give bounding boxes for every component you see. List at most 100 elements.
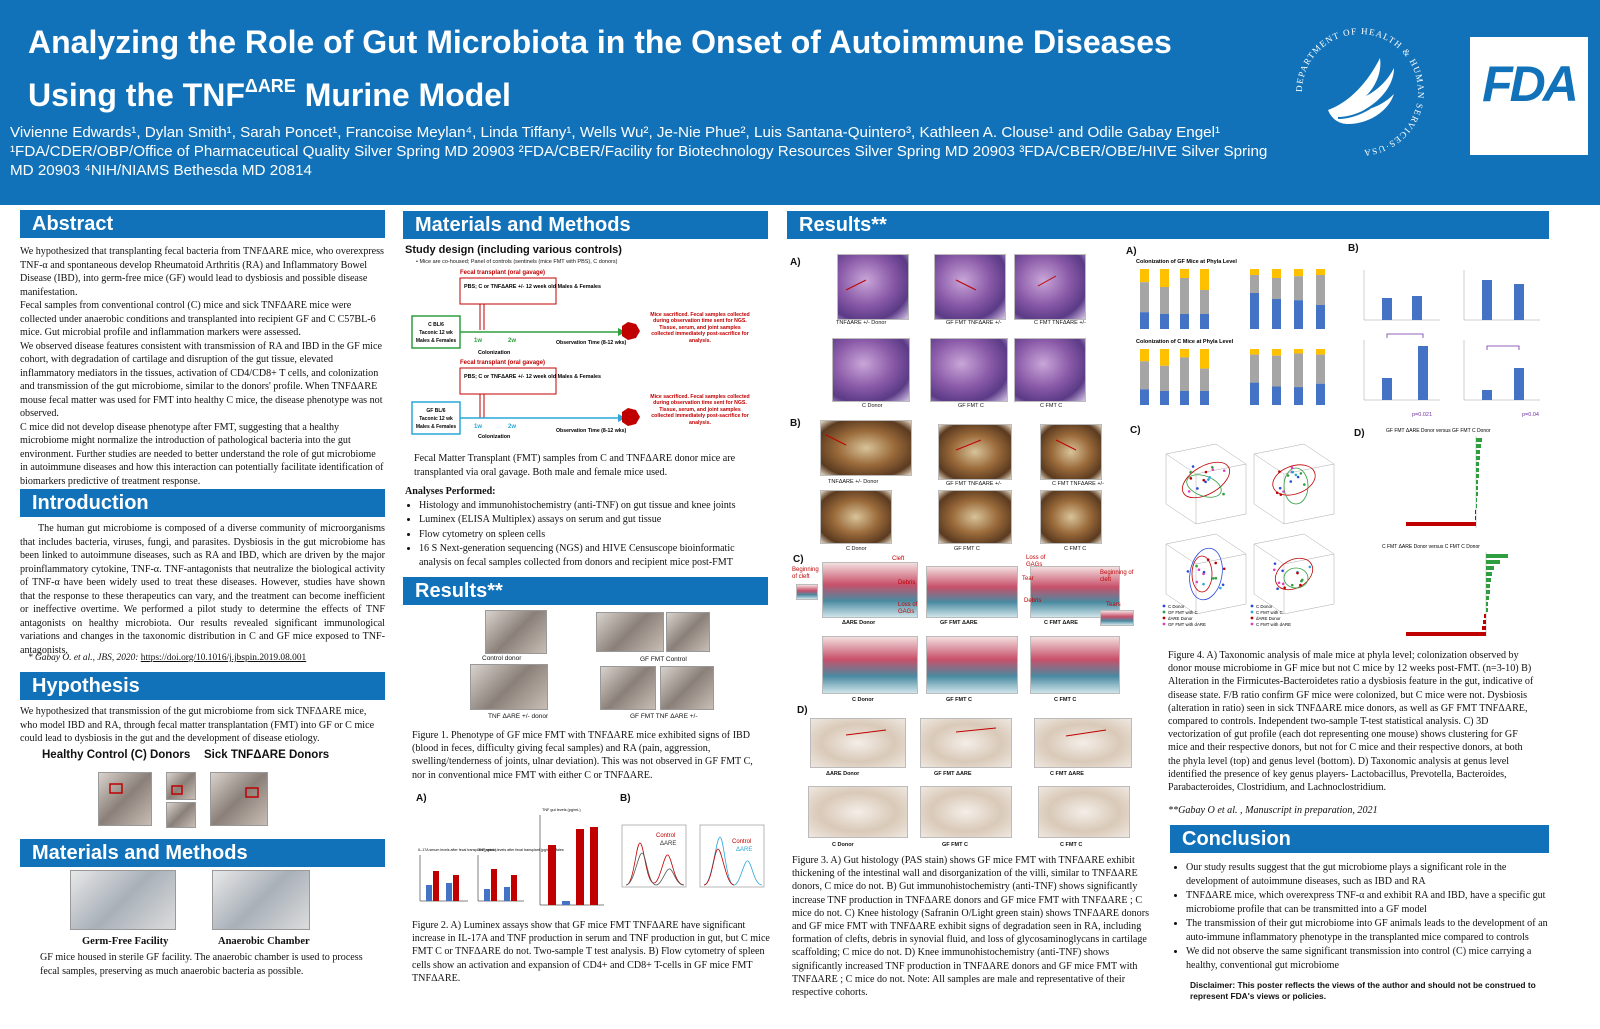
taxonomy-bar-segment	[1294, 353, 1303, 388]
histo-a-6	[1014, 338, 1086, 402]
pca-point	[1197, 568, 1201, 572]
analyses-heading: Analyses Performed:	[405, 486, 496, 497]
knee-annotation: Beginning of cleft	[792, 567, 819, 580]
svg-text:Colonization of GF Mice at Phy: Colonization of GF Mice at Phyla Level	[1136, 259, 1237, 265]
fig4-panel-d-label: D)	[1354, 428, 1365, 439]
histo-label: TNFΔARE +/- Donor	[836, 320, 887, 326]
author-list: Vivienne Edwards¹, Dylan Smith¹, Sarah P…	[10, 124, 1221, 141]
pca-point	[1202, 570, 1206, 574]
analysis-item: Flow cytometry on spleen cells	[419, 528, 765, 542]
germ-free-label: Germ-Free Facility	[82, 936, 169, 947]
knee-label: C FMT C	[1054, 697, 1077, 703]
taxonomy-bar-segment	[1140, 312, 1149, 329]
genus-bar	[1486, 572, 1492, 576]
pca-point	[1279, 493, 1283, 496]
pca-point	[1277, 581, 1281, 585]
pca-point	[1299, 583, 1302, 587]
hhs-seal-icon: DEPARTMENT OF HEALTH & HUMAN SERVICES·US…	[1294, 26, 1425, 158]
knee-label: GF FMT ΔARE	[934, 771, 972, 777]
histo-b-6	[1040, 490, 1102, 544]
genus-bar	[1476, 450, 1480, 454]
pca-point	[1214, 561, 1218, 565]
knee-d-2	[920, 718, 1012, 768]
figure-3-caption: Figure 3. A) Gut histology (PAS stain) s…	[792, 855, 1150, 999]
methods-left-heading: Materials and Methods	[20, 839, 385, 867]
pca-point	[1206, 558, 1210, 562]
svg-text:Fecal transplant (oral gavage): Fecal transplant (oral gavage)	[460, 360, 545, 366]
fecal-transplant-label: Fecal transplant (oral gavage)	[460, 270, 545, 276]
histo-label: C Donor	[846, 546, 867, 552]
fig4-panel-a-label: A)	[1126, 246, 1137, 257]
pca-point	[1222, 469, 1226, 472]
genus-bar	[1476, 480, 1478, 484]
genus-bar	[1475, 510, 1476, 514]
taxonomy-bar-segment	[1316, 354, 1325, 384]
pca-point	[1303, 483, 1306, 486]
genus-bar	[1486, 560, 1500, 564]
fig3-panel-c-label: C)	[793, 554, 804, 565]
knee-c-1	[822, 562, 918, 618]
study-design-diagram: Fecal transplant (oral gavage) PBS; C or…	[411, 270, 750, 440]
genus-bar	[1476, 456, 1480, 460]
conclusion-item: Our study results suggest that the gut m…	[1186, 861, 1550, 888]
donor-paw-photo-3	[166, 802, 196, 828]
knee-c-6	[1030, 636, 1120, 694]
pca-point	[1221, 583, 1225, 587]
fig1-photo-gf-fmt-control-b	[666, 612, 710, 652]
svg-text:Males & Females: Males & Females	[416, 424, 457, 430]
pca-point	[1195, 564, 1198, 568]
fig1-photo-gf-fmt-control-a	[596, 612, 664, 652]
analysis-item: Luminex (ELISA Multiplex) assays on seru…	[419, 513, 765, 527]
svg-text:C BL/6: C BL/6	[428, 322, 444, 328]
knee-c-2	[926, 566, 1018, 618]
conclusion-block: Our study results suggest that the gut m…	[1172, 861, 1550, 973]
genus-bar	[1486, 608, 1488, 612]
study-design-label: Study design (including various controls…	[405, 244, 622, 256]
knee-label: C Donor	[832, 842, 854, 848]
taxonomy-bar-segment	[1140, 389, 1149, 405]
knee-label: GF FMT C	[942, 842, 968, 848]
doi-link[interactable]: https://doi.org/10.1016/j.jbspin.2019.08…	[140, 653, 307, 663]
knee-d-6	[1038, 786, 1130, 838]
fig1-photo-control-donor	[485, 610, 547, 654]
taxonomy-bar-segment	[1316, 383, 1325, 405]
histo-label: C FMT TNFΔARE +/-	[1034, 320, 1086, 326]
fig1-photo-gf-fmt-dare-b	[660, 666, 714, 710]
taxonomy-bar-segment	[1294, 276, 1303, 301]
knee-c-3	[1030, 566, 1120, 618]
genus-bar	[1476, 462, 1479, 466]
taxonomy-bar-segment	[1272, 349, 1281, 356]
taxonomy-bar-segment	[1272, 278, 1281, 299]
taxonomy-bar-segment	[1272, 386, 1281, 405]
conclusion-item: TNFΔARE mice, which overexpress TNF-α an…	[1186, 889, 1550, 916]
knee-c-inset-2	[1100, 610, 1134, 626]
taxonomy-bar-segment	[1160, 269, 1169, 287]
svg-text:1w: 1w	[474, 424, 482, 430]
svg-text:PBS; C or TNFΔARE +/- 12 week: PBS; C or TNFΔARE +/- 12 week old Males …	[464, 284, 601, 290]
donor-paw-photo-4	[210, 772, 268, 826]
pca-point	[1275, 491, 1279, 495]
pca-point	[1187, 490, 1191, 493]
histo-label: GF FMT C	[958, 403, 984, 409]
pca-point	[1272, 568, 1276, 572]
methods-left-text: GF mice housed in sterile GF facility. T…	[40, 952, 363, 977]
knee-annotation: Debris	[1024, 598, 1042, 604]
pca-point	[1300, 578, 1304, 582]
abstract-heading: Abstract	[20, 210, 385, 238]
taxonomy-bar-segment	[1316, 349, 1325, 355]
svg-text:TNF gut levels (pg/mL): TNF gut levels (pg/mL)	[542, 808, 581, 812]
svg-text:GF FMT with dARE: GF FMT with dARE	[1168, 622, 1206, 627]
fig4-panel-b-label: B)	[1348, 243, 1359, 254]
svg-text:C FMT with C: C FMT with C	[1256, 610, 1283, 615]
genus-bar	[1476, 498, 1477, 502]
pca-point	[1278, 470, 1281, 474]
svg-text:ΔARE: ΔARE	[736, 847, 752, 853]
pca-point	[1210, 465, 1214, 469]
fig1-label: GF FMT Control	[640, 656, 687, 663]
histo-a-5	[930, 338, 1008, 402]
taxonomy-bar-segment	[1200, 314, 1209, 329]
pca-point	[1286, 474, 1290, 477]
taxonomy-bar-segment	[1160, 365, 1169, 391]
genus-bar	[1486, 584, 1490, 588]
svg-text:Males & Females: Males & Females	[416, 338, 457, 344]
